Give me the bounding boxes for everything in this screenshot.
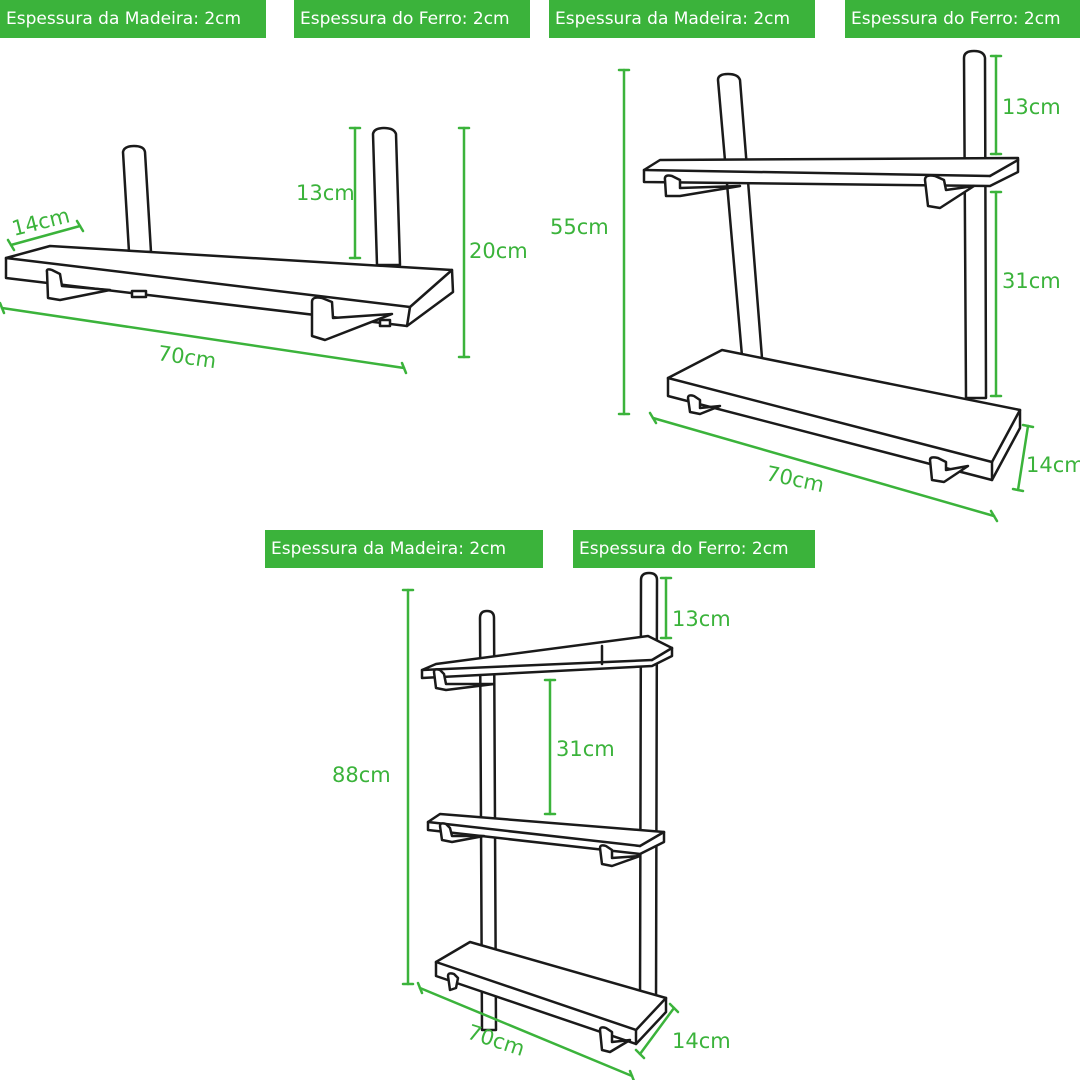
wood-thickness-badge-triple: Espessura da Madeira: 2cm <box>265 530 543 568</box>
double-right-pipe <box>962 49 988 400</box>
double-width-line <box>651 416 996 518</box>
double-bottom-right-bracket <box>928 456 970 484</box>
double-height-label: 55cm <box>550 215 609 239</box>
double-top-right-bracket <box>923 174 976 210</box>
wood-thickness-badge-single: Espessura da Madeira: 2cm <box>0 0 266 38</box>
double-shelf-drawing <box>642 49 1022 484</box>
iron-thickness-badge-double: Espessura do Ferro: 2cm <box>845 0 1080 38</box>
single-pipe-above-label: 13cm <box>296 181 355 205</box>
single-shelf-drawing <box>4 126 455 342</box>
iron-thickness-badge-single: Espessura do Ferro: 2cm <box>294 0 530 38</box>
triple-depth-line <box>638 1006 676 1056</box>
triple-bottom-board <box>434 940 668 1046</box>
double-bottom-left-bracket <box>686 394 722 416</box>
triple-height-label: 88cm <box>332 763 391 787</box>
triple-spacing-label: 31cm <box>556 737 615 761</box>
single-height-label: 20cm <box>469 239 528 263</box>
iron-thickness-badge-triple: Espessura do Ferro: 2cm <box>573 530 815 568</box>
single-front-foot <box>130 289 148 299</box>
triple-width-line <box>418 986 634 1078</box>
single-depth-line <box>9 224 82 247</box>
double-width-label: 70cm <box>764 461 826 497</box>
single-left-pipe <box>121 144 153 254</box>
triple-middle-right-bracket <box>598 844 642 868</box>
triple-bottom-left-bracket <box>446 972 460 992</box>
double-spacing-label: 31cm <box>1002 269 1061 293</box>
triple-top-left-bracket <box>432 668 496 692</box>
triple-depth-label: 14cm <box>672 1029 731 1053</box>
double-depth-label: 14cm <box>1026 453 1080 477</box>
triple-middle-left-bracket <box>438 822 486 844</box>
triple-top-board <box>420 634 674 680</box>
single-left-bracket <box>45 268 112 302</box>
triple-middle-board <box>426 812 666 856</box>
wood-thickness-badge-double: Espessura da Madeira: 2cm <box>549 0 815 38</box>
double-pipe-above-label: 13cm <box>1002 95 1061 119</box>
double-top-left-bracket <box>663 174 742 198</box>
single-right-bracket <box>310 296 394 342</box>
triple-pipe-above-label: 13cm <box>672 607 731 631</box>
single-depth-label: 14cm <box>9 203 72 240</box>
single-right-pipe <box>371 126 402 267</box>
single-width-label: 70cm <box>156 341 218 373</box>
single-rear-foot <box>378 318 392 328</box>
single-width-line <box>0 306 406 370</box>
double-depth-line <box>1016 424 1030 492</box>
double-dimensions: 13cm 31cm 55cm 70cm 14cm <box>550 54 1080 523</box>
triple-shelf-drawing <box>420 571 674 1054</box>
double-left-pipe <box>716 72 764 360</box>
triple-right-pipe <box>638 571 659 1010</box>
triple-bottom-right-bracket <box>598 1026 632 1054</box>
